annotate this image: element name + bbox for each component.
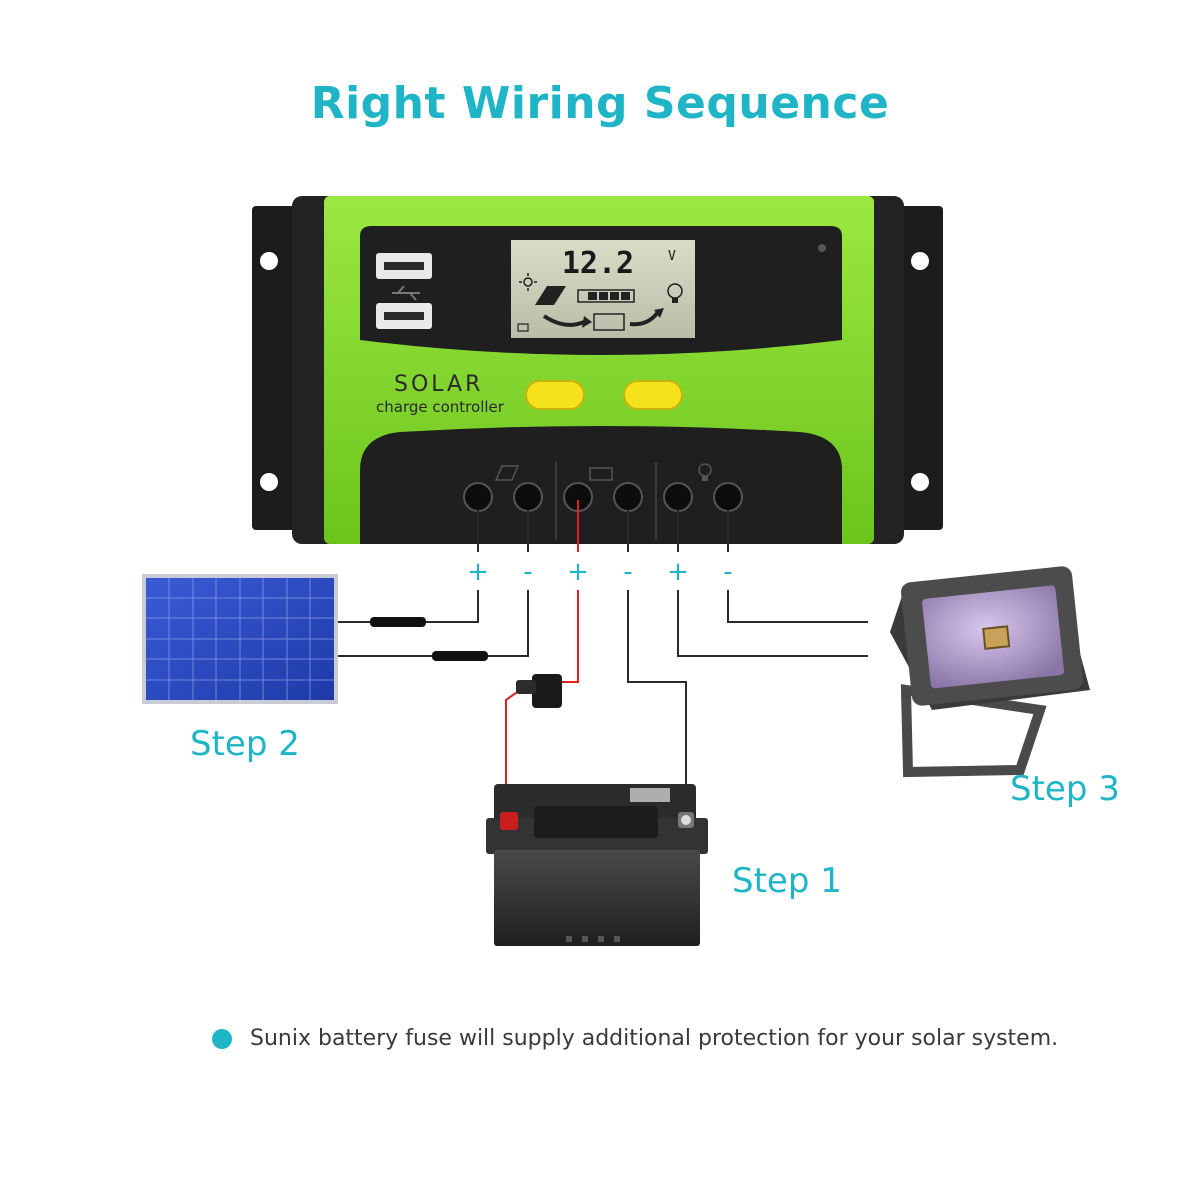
battery-negative-terminal-icon	[678, 812, 694, 828]
controller-subtitle: charge controller	[376, 398, 505, 416]
mounting-hole-icon	[911, 252, 929, 270]
terminal-screw	[513, 482, 543, 512]
inline-fuse-icon	[516, 674, 562, 708]
mc4-connector-icon	[432, 651, 488, 661]
mc4-connector-icon	[370, 617, 426, 627]
battery	[486, 784, 708, 946]
terminal-polarity-labels: + - + - + -	[467, 557, 733, 587]
usb-port-icon	[376, 303, 432, 329]
lcd-solar-panel-icon	[535, 286, 566, 305]
flood-light-bracket	[900, 684, 1047, 778]
load-positive-wire	[677, 510, 868, 657]
battery-positive-fused-wire	[505, 689, 521, 812]
step-1-label: Step 1	[732, 861, 842, 901]
terminal-solar-icon	[494, 465, 520, 481]
terminal-battery-icon	[589, 467, 613, 481]
lcd-voltage: 12.2	[562, 246, 634, 281]
status-led-icon	[818, 244, 826, 252]
charge-controller: 12.2 V SOLAR cha	[252, 196, 943, 544]
terminal-screw	[613, 482, 643, 512]
mounting-hole-icon	[260, 473, 278, 491]
solar-panel	[142, 574, 338, 704]
controller-button-left[interactable]	[525, 380, 585, 410]
lcd-flow-arrows-icon	[517, 308, 664, 332]
lcd-voltage-unit: V	[668, 249, 676, 264]
polarity-label: +	[467, 557, 489, 587]
usb-symbol-icon	[392, 285, 420, 301]
terminal-screw	[713, 482, 743, 512]
page-title: Right Wiring Sequence	[310, 78, 890, 129]
mounting-hole-icon	[911, 473, 929, 491]
terminal-screw	[463, 482, 493, 512]
polarity-label: -	[623, 557, 632, 587]
wiring	[338, 500, 868, 812]
lcd-screen	[511, 240, 695, 338]
mounting-hole-icon	[260, 252, 278, 270]
battery-positive-terminal-icon	[500, 812, 518, 830]
polarity-label: -	[723, 557, 732, 587]
controller-brand: SOLAR	[394, 372, 483, 397]
lcd-sun-icon	[519, 273, 537, 291]
terminal-bulb-icon	[698, 463, 712, 481]
step-2-label: Step 2	[190, 724, 300, 764]
fuse-note: Sunix battery fuse will supply additiona…	[212, 1026, 1058, 1051]
solar-negative-wire	[338, 510, 529, 657]
flood-light	[890, 566, 1090, 778]
bullet-icon	[212, 1028, 232, 1049]
polarity-label: +	[567, 557, 589, 587]
led-chip-icon	[982, 625, 1011, 650]
lcd-battery-level-icon	[577, 289, 635, 303]
terminal-block	[360, 426, 842, 544]
terminal-screw	[663, 482, 693, 512]
polarity-label: +	[667, 557, 689, 587]
battery-negative-wire	[627, 510, 687, 812]
fuse-note-text: Sunix battery fuse will supply additiona…	[250, 1026, 1059, 1051]
controller-button-right[interactable]	[623, 380, 683, 410]
lcd-bulb-icon	[667, 283, 683, 303]
polarity-label: -	[523, 557, 532, 587]
step-3-label: Step 3	[1010, 769, 1120, 809]
usb-port-icon	[376, 253, 432, 279]
load-negative-wire	[727, 510, 868, 623]
